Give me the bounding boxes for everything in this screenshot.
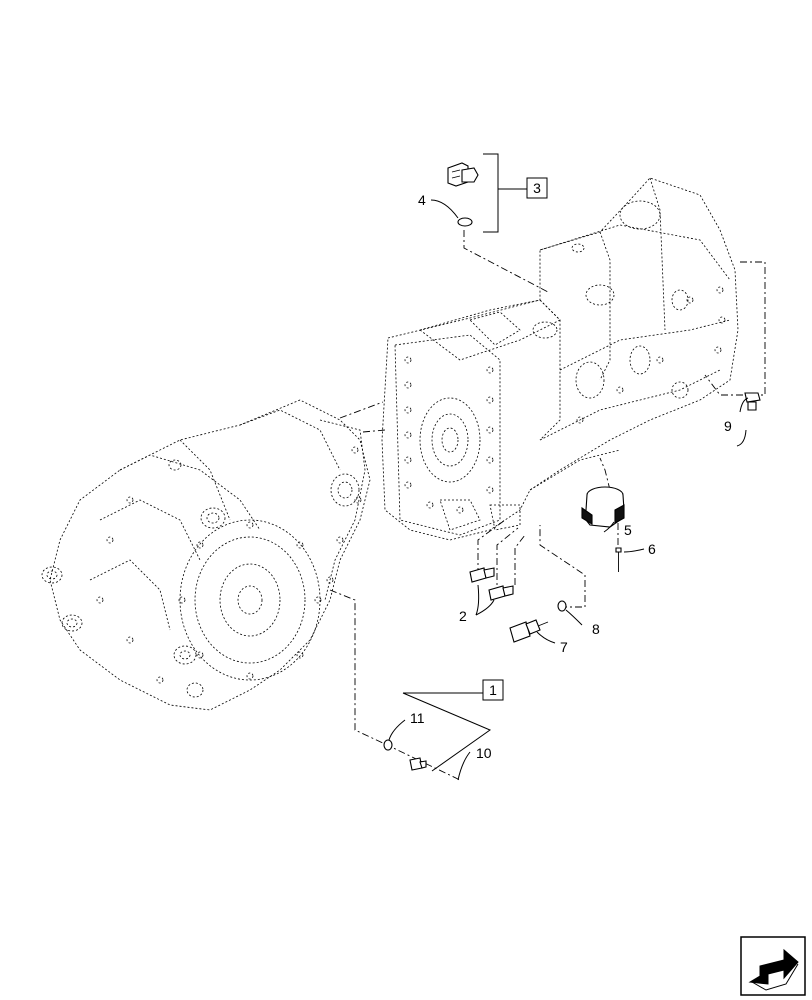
pin-part — [615, 547, 622, 572]
callout-8: 8 — [592, 621, 600, 637]
callout-9: 9 — [724, 418, 732, 434]
callout-10: 10 — [476, 745, 492, 761]
callout-2: 2 — [459, 608, 467, 624]
assembly-center-lines — [329, 230, 766, 781]
callout-3: 3 — [526, 177, 548, 199]
filter-cap-part — [581, 486, 625, 528]
callout-1: 1 — [482, 679, 504, 701]
bracket-3 — [483, 153, 527, 233]
callout-5: 5 — [624, 522, 632, 538]
callout-6: 6 — [648, 541, 656, 557]
pressure-sensor-part — [447, 162, 479, 187]
washer-part — [557, 600, 567, 612]
callout-1-text: 1 — [489, 682, 497, 698]
plug-11-part — [383, 739, 393, 751]
callout-7: 7 — [560, 639, 568, 655]
callout-11: 11 — [410, 710, 425, 726]
bracket-1 — [402, 692, 492, 772]
next-page-arrow-icon[interactable] — [740, 936, 806, 996]
callout-3-text: 3 — [533, 180, 541, 196]
fittings-part — [469, 567, 514, 601]
o-ring-part — [457, 217, 473, 227]
front-bell-housing — [41, 399, 371, 711]
bleed-screw-part — [744, 392, 761, 411]
rear-transmission-housing — [381, 177, 739, 541]
callout-4: 4 — [418, 192, 426, 208]
leader-lines — [388, 199, 749, 781]
plug-10-part — [409, 757, 427, 771]
temperature-sensor-part — [509, 619, 549, 643]
